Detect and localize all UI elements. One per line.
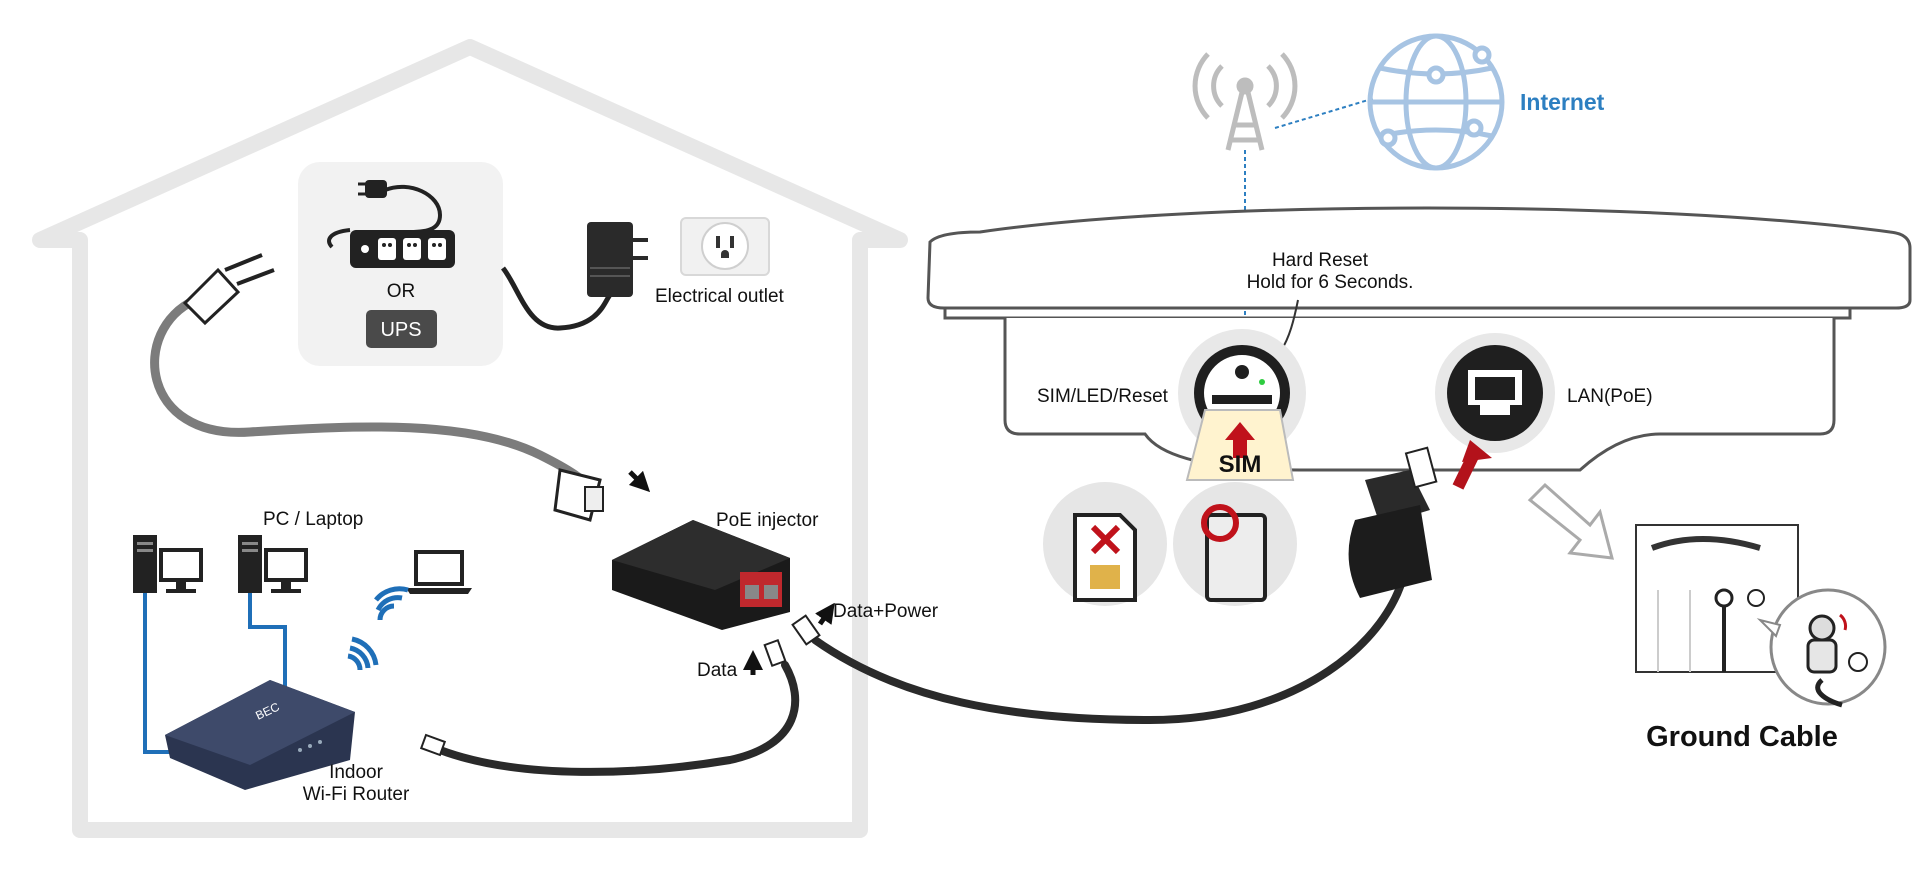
house-outline [32, 39, 908, 838]
outdoor-cpe-housing [926, 206, 1912, 472]
ground-screw-icon [1635, 524, 1887, 708]
desktop-pc-icon [238, 535, 308, 593]
poe-cable [791, 566, 1409, 725]
poe-injector-label: PoE injector [716, 510, 819, 531]
poe-injector-icon [612, 520, 790, 630]
ups-badge [366, 310, 437, 348]
sim-led-reset-label: SIM/LED/Reset [1037, 386, 1169, 407]
power-cord [150, 295, 595, 495]
tower-globe-link [1274, 97, 1376, 129]
plug-icon [182, 253, 604, 522]
router-label-line2: Wi-Fi Router [303, 784, 410, 805]
data-cable [419, 638, 800, 776]
internet-label: Internet [1520, 89, 1605, 115]
globe-icon [1367, 33, 1505, 171]
cord-direction-arrow [628, 470, 651, 493]
data-power-arrow [815, 602, 835, 626]
data-power-label: Data+Power [833, 601, 939, 622]
sim-insert-card: SIM [1185, 409, 1295, 481]
hard-reset-label-line1: Hard Reset [1272, 250, 1369, 271]
outlet-icon [680, 217, 770, 276]
or-label: OR [387, 281, 416, 302]
power-source-panel: OR UPS [298, 162, 503, 366]
power-strip-icon [327, 180, 455, 268]
laptop-icon [406, 550, 472, 594]
ground-arrow [1527, 482, 1615, 560]
pc-laptop-label: PC / Laptop [263, 509, 363, 530]
electrical-outlet-label: Electrical outlet [655, 286, 785, 307]
sim-card-wrong-icon [1043, 482, 1167, 606]
router-icon: BEC [165, 680, 355, 790]
lan-insert-arrowhead [1462, 440, 1492, 462]
ups-label: UPS [380, 319, 421, 341]
data-label: Data [697, 660, 738, 681]
desktop-pc-icon [133, 535, 203, 593]
wifi-icon [347, 636, 379, 671]
power-adapter-icon [500, 222, 648, 331]
sim-card-right-icon [1173, 482, 1297, 606]
waterproof-connector [1348, 446, 1438, 598]
lan-poe-label: LAN(PoE) [1567, 386, 1653, 407]
ground-cable-label: Ground Cable [1646, 721, 1838, 753]
cell-tower-icon [1192, 52, 1298, 151]
sim-label: SIM [1219, 451, 1262, 478]
lan-poe-port [1435, 333, 1555, 453]
hard-reset-label-line2: Hold for 6 Seconds. [1247, 272, 1414, 293]
wifi-icon [374, 586, 409, 621]
router-label-line1: Indoor [329, 762, 384, 783]
